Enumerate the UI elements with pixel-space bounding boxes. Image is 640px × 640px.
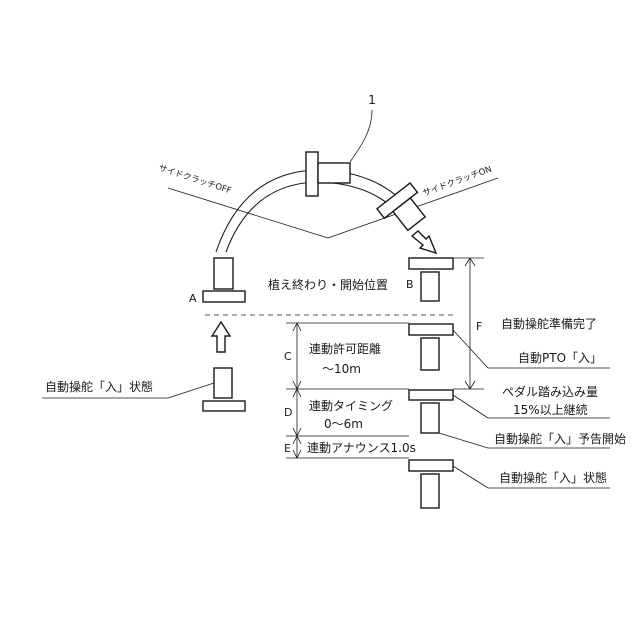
ref-number-1: 1 — [350, 92, 376, 162]
arrow-up — [212, 322, 230, 352]
pedal-amount-label: ペダル踏み込み量 — [502, 384, 598, 399]
auto-ready-label: 自動操舵準備完了 — [501, 316, 597, 331]
machine-right-3 — [409, 460, 453, 508]
auto-state-right-label: 自動操舵「入」状態 — [499, 470, 607, 485]
side-clutch-off-label: サイドクラッチOFF — [157, 163, 232, 196]
auto-pto-on-label: 自動PTO「入」 — [518, 351, 602, 365]
ref-number-label: 1 — [368, 92, 376, 107]
link-permit-value: ～10m — [322, 362, 361, 376]
auto-notice-label: 自動操舵「入」予告開始 — [494, 431, 626, 446]
marker-e: E — [284, 442, 291, 455]
machine-left-lower — [203, 368, 245, 411]
machine-b — [409, 258, 453, 301]
pedal-continue-label: 15%以上継続 — [513, 402, 588, 417]
machine-a — [203, 258, 245, 302]
auto-state-left-label: 自動操舵「入」状態 — [45, 379, 153, 394]
machine-right-2 — [409, 390, 453, 433]
side-clutch-on-label: サイドクラッチON — [422, 165, 494, 199]
marker-c: C — [284, 350, 292, 363]
auto-state-left-leader — [168, 383, 214, 398]
marker-a: A — [189, 292, 197, 305]
arrow-down-right — [412, 231, 436, 253]
end-start-position-label: 植え終わり・開始位置 — [268, 277, 388, 292]
link-permit-label: 連動許可距離 — [309, 342, 381, 356]
link-timing-value: 0～6m — [324, 417, 363, 431]
machine-right-1 — [409, 324, 453, 370]
marker-d: D — [284, 406, 292, 419]
marker-f: F — [476, 320, 482, 333]
marker-b: B — [406, 278, 414, 291]
link-timing-label: 連動タイミング — [309, 399, 393, 413]
link-announce-label: 連動アナウンス1.0s — [307, 441, 416, 455]
machine-top — [306, 152, 350, 196]
